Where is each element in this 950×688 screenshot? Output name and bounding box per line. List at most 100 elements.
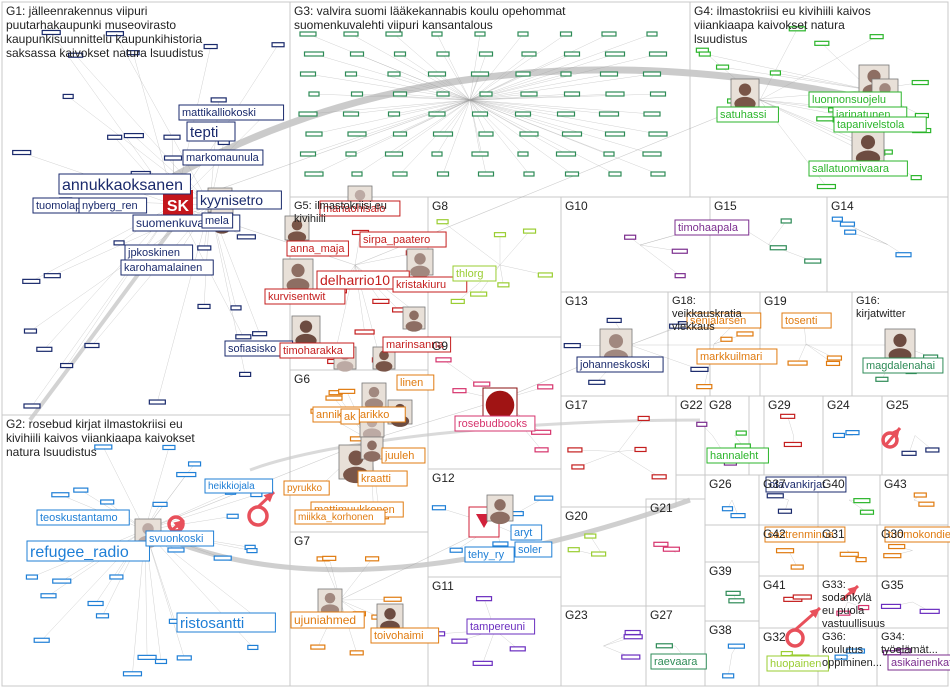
node-box-hannaleht: [706, 447, 769, 464]
minor-node: [814, 40, 830, 46]
avatar-head: [354, 189, 366, 201]
minor-node: [452, 388, 467, 394]
minor-node: [392, 91, 408, 97]
minor-node: [604, 131, 626, 137]
edge: [313, 93, 471, 101]
edge: [469, 73, 610, 101]
edge: [307, 33, 471, 101]
edge: [469, 33, 524, 101]
minor-node: [662, 546, 680, 552]
minor-node: [105, 31, 125, 37]
node-label-mela: mela: [205, 215, 230, 227]
node-box-tuomokondie: [884, 526, 950, 543]
edge: [356, 93, 471, 101]
minor-node: [634, 446, 647, 453]
minor-node: [492, 541, 509, 547]
minor-node: [721, 506, 734, 512]
minor-node: [643, 111, 661, 117]
minor-node: [780, 413, 796, 419]
minor-node: [845, 430, 860, 436]
highlight-arrow-g2-head: [263, 492, 274, 503]
minor-node: [163, 134, 181, 140]
highlight-arrow-g32-head: [809, 608, 820, 619]
minor-node: [787, 360, 808, 366]
node-box-timohaapala: [674, 219, 750, 236]
edge: [768, 220, 787, 245]
edge: [469, 99, 659, 135]
edge: [787, 416, 794, 436]
minor-node: [451, 638, 468, 644]
minor-node: [126, 50, 140, 56]
minor-node: [537, 384, 554, 390]
edge: [469, 33, 481, 101]
group-label-g41: G41: [763, 578, 786, 592]
node-label-kristakiuru: kristakiuru: [396, 279, 446, 291]
highlight-ring-g24: [881, 431, 899, 449]
node-box-markkuilmari: [696, 348, 778, 365]
node-box-mariaohisalo: [319, 200, 401, 217]
node-label-huopainen: huopainen: [770, 658, 821, 670]
minor-node: [372, 298, 390, 304]
minor-node: [479, 91, 493, 97]
node-box-ak: [340, 408, 360, 425]
edge-cross: [369, 399, 501, 441]
minor-node: [162, 444, 176, 451]
node-label-satuhassi: satuhassi: [720, 109, 766, 121]
minor-node: [303, 51, 325, 57]
minor-node: [624, 629, 641, 636]
avatar-head: [414, 253, 426, 265]
minor-node: [350, 91, 364, 97]
minor-node: [305, 131, 323, 137]
edge: [629, 344, 700, 370]
edge: [618, 418, 644, 452]
group-label-g7: G7: [294, 534, 310, 548]
group-label-g27: G27: [650, 608, 673, 622]
edge: [469, 73, 524, 101]
group-label-g34: työelämät...: [881, 644, 938, 656]
minor-node: [235, 334, 252, 340]
minor-node: [918, 501, 935, 507]
edge: [356, 99, 471, 135]
minor-node: [431, 151, 443, 157]
edge: [629, 325, 679, 346]
minor-node: [197, 245, 212, 251]
edge: [399, 99, 471, 175]
node-label-johanneskoski: johanneskoski: [579, 359, 650, 371]
node-label-timohaapala: timohaapala: [678, 222, 739, 234]
minor-node: [428, 111, 446, 117]
node-label-svuonkoski: svuonkoski: [149, 533, 203, 545]
node-box-svuonkoski: [145, 530, 215, 547]
node-label-otavankirjat: otavankirjat: [769, 479, 825, 491]
group-label-g26: G26: [709, 477, 732, 491]
minor-node: [33, 637, 50, 643]
minor-node: [176, 471, 197, 478]
avatar-body: [375, 361, 393, 372]
minor-node: [230, 305, 242, 311]
minor-node: [531, 429, 552, 435]
minor-node: [345, 151, 357, 157]
avatar-head: [291, 263, 305, 277]
group-label-g16: kirjatwitter: [856, 308, 906, 320]
minor-node: [226, 513, 239, 519]
minor-node: [780, 218, 792, 224]
node-label-sallatuomivaara: sallatuomivaara: [812, 163, 890, 175]
minor-node: [671, 248, 688, 254]
minor-node: [203, 43, 218, 50]
edge: [66, 204, 176, 366]
minor-node: [432, 131, 454, 137]
group-label-g3: G3: valvira suomi lääkekannabis koulu op…: [294, 4, 566, 18]
node-label-magdalenahai: magdalenahai: [866, 360, 935, 372]
node-box-ujuniahmed: [290, 611, 365, 629]
avatar-head: [384, 608, 396, 620]
group-label-g1: saksassa kaivokset natura lsuudistus: [6, 46, 203, 60]
node-label-sirpa-paatero: sirpa_paatero: [363, 234, 430, 246]
edge: [157, 204, 211, 403]
minor-node: [478, 131, 494, 137]
minor-node: [239, 371, 252, 378]
highlight-arrow-g33-head: [847, 586, 858, 597]
node-label-tepti: tepti: [190, 124, 218, 141]
node-box-kristakiuru: [392, 276, 468, 293]
group-label-g19: G19: [764, 294, 787, 308]
node-label-aryt: aryt: [514, 527, 532, 539]
